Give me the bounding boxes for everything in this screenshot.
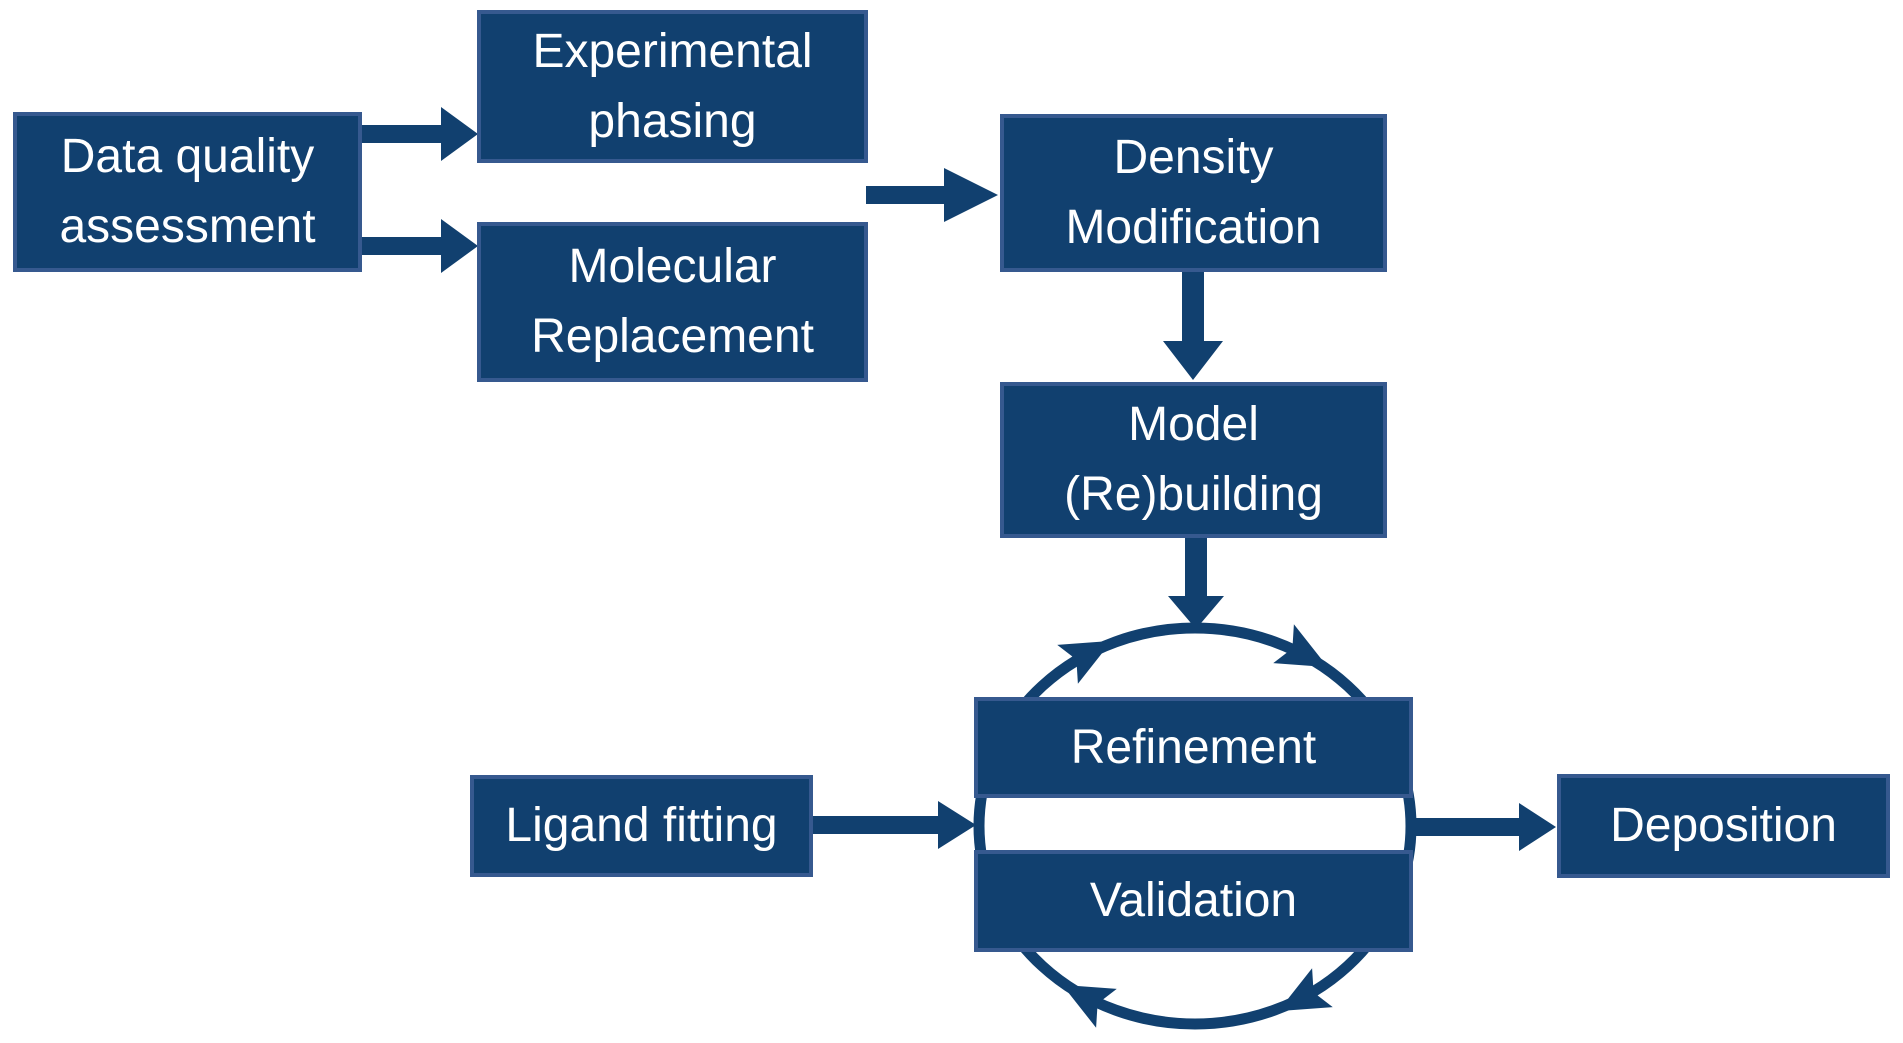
node-deposition: Deposition: [1557, 774, 1890, 878]
cycle-arrowhead-top-left: [1057, 640, 1112, 684]
node-density-modification: Density Modification: [1000, 114, 1387, 272]
arrow-ligand-to-cycle: [813, 801, 976, 849]
refinement-validation-cycle-ring: [973, 622, 1417, 1030]
node-refinement: Refinement: [974, 697, 1413, 798]
cycle-arrowhead-bottom-right: [1278, 968, 1333, 1012]
arrow-cycle-to-deposition: [1410, 803, 1556, 851]
cycle-arrowhead-top-right: [1273, 624, 1328, 668]
arrow-dataquality-to-phasing: [362, 107, 478, 161]
cycle-arrowhead-bottom-left: [1062, 984, 1117, 1028]
node-ligand-fitting: Ligand fitting: [470, 775, 813, 877]
arrow-model-to-cycle: [1168, 538, 1224, 629]
node-experimental-phasing: Experimental phasing: [477, 10, 868, 163]
node-molecular-replacement: Molecular Replacement: [477, 222, 868, 382]
node-validation: Validation: [974, 850, 1413, 952]
arrow-density-to-model: [1163, 272, 1223, 380]
node-data-quality-assessment: Data quality assessment: [13, 112, 362, 272]
arrow-dataquality-to-mr: [362, 219, 478, 273]
arrow-to-density-modification: [866, 168, 998, 222]
node-model-rebuilding: Model (Re)building: [1000, 382, 1387, 538]
